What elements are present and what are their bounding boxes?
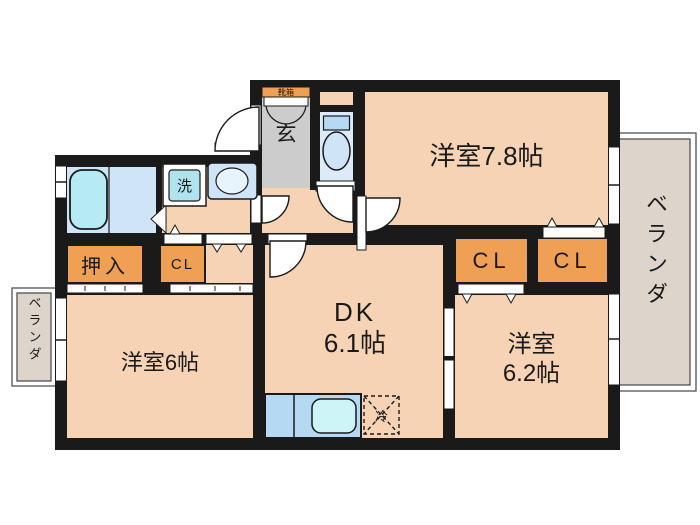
- dk-door-swing: [269, 240, 307, 278]
- cl-left-closet: [454, 237, 529, 284]
- cl-right-closet: [536, 237, 609, 284]
- alcove-slider: [205, 233, 253, 245]
- shoe-box-label: 靴箱: [278, 87, 294, 97]
- refrigerator: [363, 395, 400, 435]
- fixtures: [69, 115, 400, 439]
- veranda-left: [11, 287, 57, 387]
- washroom-slider: [163, 233, 203, 245]
- washing-machine: [168, 169, 201, 202]
- genkan-floor: [262, 95, 310, 188]
- genkan-label: 玄: [275, 123, 297, 146]
- room-6-label: 洋室6帖: [120, 350, 200, 375]
- cl-small-slider: [169, 283, 254, 294]
- fridge-label: 冷: [374, 408, 388, 424]
- cl-left-label: CL: [472, 247, 511, 273]
- bathtub: [69, 169, 108, 230]
- dk-room62-slider-a: [443, 307, 455, 358]
- dk-label: DK 6.1帖: [323, 296, 387, 358]
- kitchen-sink: [311, 398, 357, 434]
- oshiire-label: 押入: [81, 255, 129, 278]
- bathroom-folding-door: [150, 203, 167, 235]
- closets: [66, 86, 609, 284]
- oshiire-closet: [66, 244, 144, 284]
- cl-right-label: CL: [553, 247, 592, 273]
- cl-left-slider: [457, 283, 525, 295]
- cl-right-slider: [542, 226, 606, 239]
- toilet-tank: [322, 115, 351, 131]
- room78-door-swing: [365, 197, 401, 233]
- veranda-left-label: ベランダ: [26, 296, 42, 364]
- toilet-door-swing: [316, 185, 354, 223]
- shoe-box-front: [263, 96, 309, 107]
- openings: [55, 96, 620, 410]
- entry-door-swing: [214, 106, 260, 152]
- veranda-right-label: ベランダ: [643, 192, 668, 312]
- dk-room62-slider-b: [443, 359, 455, 410]
- toilet-bowl: [322, 131, 351, 171]
- room-62-label: 洋室 6.2帖: [502, 331, 561, 387]
- washer-label: 洗: [176, 178, 192, 195]
- cl-small-label: CL: [170, 255, 195, 273]
- cl-small-closet: [159, 244, 206, 284]
- room78-door-leaf: [356, 195, 367, 251]
- room-78-label: 洋室7.8帖: [429, 140, 544, 171]
- veranda-right: [611, 132, 697, 392]
- washroom-door-swing: [261, 195, 290, 224]
